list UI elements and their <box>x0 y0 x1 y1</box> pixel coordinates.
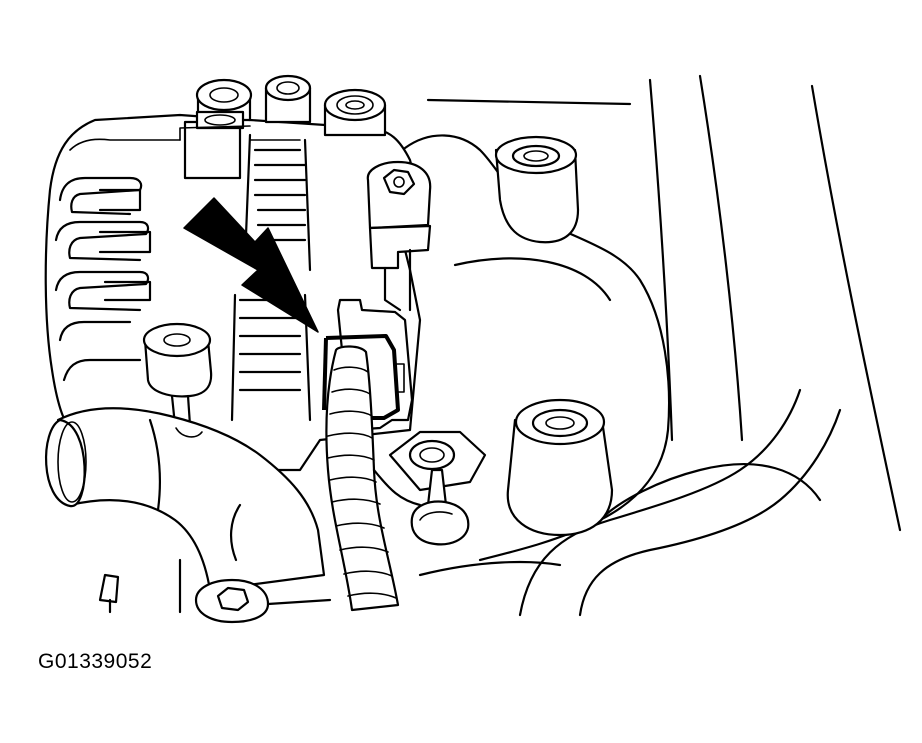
b-plus-terminal <box>366 160 432 312</box>
lower-mount-bolt <box>98 558 332 624</box>
wiring-harness <box>325 345 422 612</box>
ground-terminal <box>388 430 487 546</box>
terminal-posts <box>179 74 387 180</box>
mount-boss-lower <box>506 398 614 537</box>
coolant-tube <box>418 388 842 617</box>
figure-id-label: G01339052 <box>38 650 153 673</box>
adjuster-post <box>142 322 213 427</box>
mount-boss-upper <box>494 135 580 244</box>
intake-hose <box>45 407 326 592</box>
frame-rails <box>426 74 902 532</box>
pointer-arrow <box>183 197 319 333</box>
